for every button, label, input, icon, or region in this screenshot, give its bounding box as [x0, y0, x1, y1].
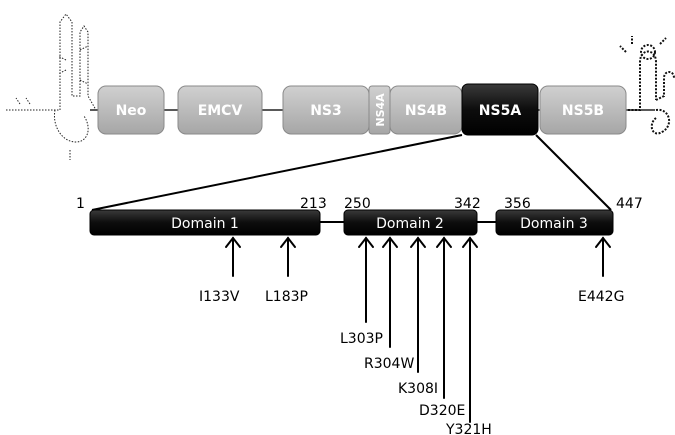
mutation-k308i: K308I	[398, 381, 438, 397]
zoom-line-right	[535, 134, 612, 211]
domain-2: Domain 2	[343, 209, 478, 236]
gene-ns5b-label: NS5B	[562, 103, 604, 119]
gene-emcv: EMCV	[177, 85, 263, 135]
three-prime-utr-structure	[619, 36, 675, 135]
domain-2-label: Domain 2	[376, 216, 444, 232]
zoom-line-left	[91, 134, 463, 211]
gene-ns5a: NS5A	[461, 83, 539, 136]
boundary-342: 342	[454, 196, 481, 212]
arrow-y321h	[462, 236, 478, 423]
mutation-r304w: R304W	[364, 356, 414, 372]
mutation-d320e: D320E	[419, 403, 465, 419]
domain-1-label: Domain 1	[171, 216, 239, 232]
arrow-i133v	[225, 236, 241, 277]
boundary-447: 447	[616, 196, 643, 212]
domain-1: Domain 1	[89, 209, 321, 236]
gene-ns4a: NS4A	[368, 85, 391, 135]
gene-ns5a-label: NS5A	[479, 103, 522, 119]
boundary-213: 213	[300, 196, 327, 212]
gene-ns5b: NS5B	[539, 85, 627, 135]
arrow-d320e	[436, 236, 452, 399]
boundary-250: 250	[344, 196, 371, 212]
gene-ns4b: NS4B	[389, 85, 463, 135]
gene-neo: Neo	[97, 85, 165, 135]
arrow-k308i	[410, 236, 426, 373]
mutation-l303p: L303P	[340, 331, 383, 347]
mutation-i133v: I133V	[199, 289, 240, 305]
gene-ns3: NS3	[282, 85, 370, 135]
gene-ns4a-label: NS4A	[374, 93, 387, 127]
gene-ns3-label: NS3	[310, 103, 342, 119]
arrow-r304w	[382, 236, 398, 348]
arrow-e442g	[595, 236, 611, 277]
mutation-y321h: Y321H	[445, 422, 492, 435]
arrow-l183p	[280, 236, 296, 277]
mutation-e442g: E442G	[578, 289, 624, 305]
domain-3-label: Domain 3	[520, 216, 588, 232]
domain-3: Domain 3	[495, 209, 614, 236]
boundary-1: 1	[76, 196, 85, 212]
mutation-l183p: L183P	[265, 289, 308, 305]
gene-neo-label: Neo	[116, 103, 147, 119]
five-prime-utr-structure	[6, 13, 97, 160]
boundary-356: 356	[504, 196, 531, 212]
gene-emcv-label: EMCV	[198, 103, 243, 119]
gene-ns4b-label: NS4B	[405, 103, 447, 119]
arrow-l303p	[358, 236, 374, 323]
